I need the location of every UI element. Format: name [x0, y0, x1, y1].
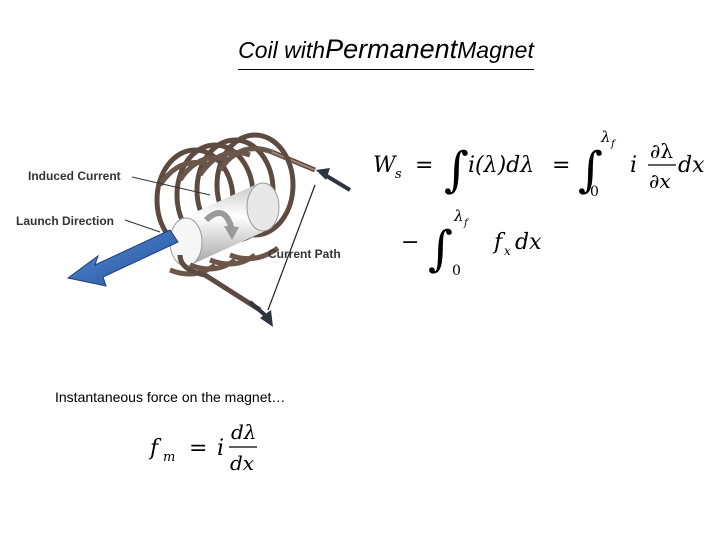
eq1-dx: dx — [678, 153, 705, 178]
equation-work-svg: − ∫ λ f 0 f x dx — [401, 207, 542, 279]
label-induced-current: Induced Current — [28, 169, 121, 183]
equation-energy: W s = ∫ i(λ)dλ = ∫ λ f 0 i ∂λ ∂x dx — [368, 120, 718, 210]
current-curve-arrowhead — [224, 226, 239, 240]
eq1-W: W — [373, 153, 398, 178]
eq1-frac-num: ∂λ — [650, 139, 673, 163]
current-path-line — [267, 184, 316, 311]
eq3-equals: = — [189, 436, 207, 461]
eq1-equals: = — [415, 153, 433, 178]
slide-title: Coil with Permanent Magnet — [0, 34, 720, 70]
eq1-integral-1: ∫ — [444, 142, 469, 198]
coil-front-turns — [157, 146, 280, 277]
eq3-sub-m: m — [163, 450, 175, 465]
eq2-sub-x: x — [504, 244, 511, 258]
eq3-i: i — [217, 436, 224, 461]
equation-work: − ∫ λ f 0 f x dx — [398, 205, 558, 285]
coil-illustration: Induced Current Launch Direction Current… — [16, 132, 352, 327]
eq3-frac-num: dλ — [231, 420, 256, 444]
current-curve-arrow — [203, 210, 235, 231]
label-current-path: Current Path — [268, 247, 341, 261]
eq1-lower-zero: 0 — [590, 184, 599, 200]
eq1-i-lambda: i(λ)dλ — [468, 153, 534, 178]
eq1-upper-f: f — [610, 139, 617, 150]
title-part-3: Magnet — [457, 37, 534, 63]
label-launch-direction: Launch Direction — [16, 214, 114, 228]
eq2-lower-zero: 0 — [452, 263, 461, 279]
magnet-cylinder — [169, 182, 280, 267]
output-arrow-shaft — [248, 300, 267, 317]
title-part-2: Permanent — [325, 34, 458, 64]
eq1-upper-lambda: λ — [600, 128, 611, 146]
induced-pointer-line — [131, 176, 211, 196]
wire-lead-top-highlight — [271, 151, 316, 171]
eq1-i: i — [630, 153, 637, 178]
title-part-1: Coil with — [238, 37, 326, 63]
eq1-frac-den: ∂x — [649, 169, 671, 193]
input-arrow-shaft — [323, 173, 352, 192]
eq3-frac-den: dx — [230, 451, 254, 475]
equation-force-svg: f m = i dλ dx — [148, 420, 257, 475]
eq2-upper-lambda: λ — [453, 207, 464, 225]
equation-energy-svg: W s = ∫ i(λ)dλ = ∫ λ f 0 i ∂λ ∂x dx — [373, 128, 705, 200]
eq1-equals-2: = — [552, 153, 570, 178]
eq1-sub-s: s — [395, 167, 402, 182]
title-underline: Coil with Permanent Magnet — [238, 34, 534, 70]
eq1-integral-2: ∫ — [578, 142, 603, 198]
equation-force: f m = i dλ dx — [145, 415, 275, 480]
eq3-f: f — [148, 436, 162, 461]
eq2-integral: ∫ — [428, 221, 453, 277]
coil-magnet-figure: Induced Current Launch Direction Current… — [10, 130, 370, 340]
eq2-dx: dx — [515, 230, 542, 255]
wire-lead-bottom — [177, 254, 262, 313]
eq2-minus: − — [401, 230, 419, 255]
launch-pointer-line — [124, 219, 161, 233]
caption-instantaneous-force: Instantaneous force on the magnet… — [55, 389, 286, 405]
launch-direction-arrow — [66, 229, 179, 287]
output-arrowhead — [260, 310, 273, 327]
input-arrowhead — [316, 168, 330, 180]
eq2-upper-f: f — [463, 218, 470, 229]
